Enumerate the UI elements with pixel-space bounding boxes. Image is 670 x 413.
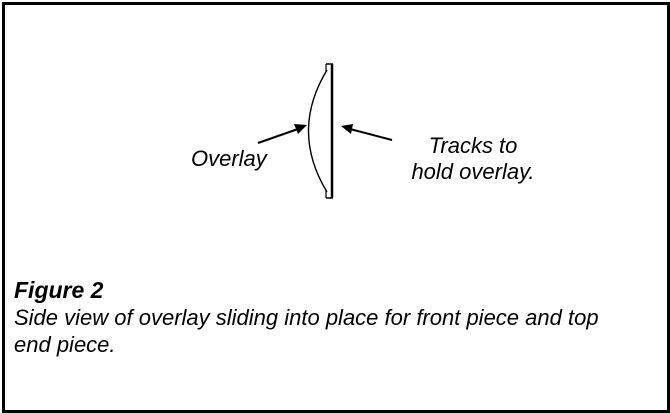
tracks-label: Tracks to hold overlay.: [388, 133, 558, 185]
tracks-label-line1: Tracks to: [428, 133, 518, 158]
caption-title: Figure 2: [14, 277, 104, 303]
figure-caption: Figure 2 Side view of overlay sliding in…: [14, 277, 614, 358]
overlay-label: Overlay: [191, 146, 267, 171]
caption-text: Side view of overlay sliding into place …: [14, 305, 599, 357]
tracks-label-line2: hold overlay.: [411, 159, 535, 184]
curved-overlay: [307, 69, 328, 193]
track-piece: [325, 63, 334, 199]
overlay-arrow: [257, 124, 307, 144]
tracks-arrow: [341, 124, 393, 141]
